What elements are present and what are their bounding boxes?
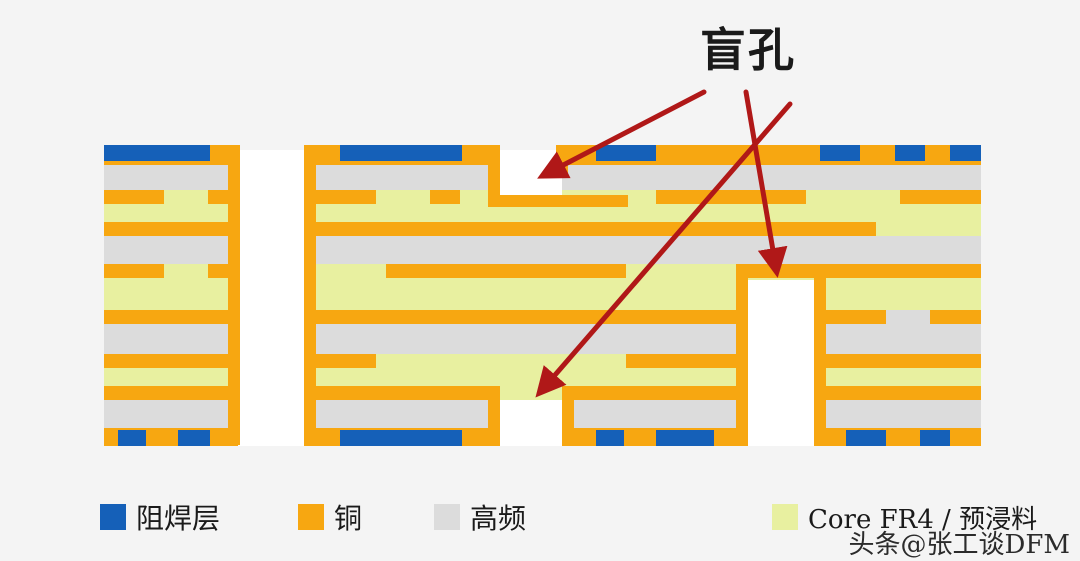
copper-trace (208, 190, 238, 204)
copper-trace (930, 310, 981, 324)
copper-plating (736, 264, 748, 446)
copper-plating (814, 264, 826, 446)
copper-plating (304, 145, 316, 445)
solder-mask-segment (596, 145, 656, 161)
arrow-to-right-blind-via (743, 89, 788, 278)
legend-label: 铜 (334, 502, 363, 535)
copper-trace (208, 264, 238, 278)
solder-mask-segment (340, 430, 462, 446)
holes (238, 150, 814, 446)
solder-mask-segment (950, 145, 981, 161)
copper-trace (104, 354, 238, 368)
blind-via-callout: 盲孔 (700, 23, 796, 77)
legend-label: Core FR4 / 预浸料 (808, 504, 1038, 535)
solder-mask-segment (820, 145, 860, 161)
copper-trace (104, 222, 238, 236)
copper-trace (626, 354, 748, 368)
legend-item-high-frequency: 高频 (434, 500, 527, 535)
solder-mask-segment (656, 430, 714, 446)
copper-trace (826, 386, 981, 400)
copper-trace (104, 386, 238, 400)
solder-mask-segment (895, 145, 925, 161)
copper-trace (316, 386, 500, 400)
copper-trace (736, 264, 826, 278)
copper-trace (386, 264, 626, 278)
copper-trace (562, 386, 748, 400)
solder-mask-segment (340, 145, 462, 161)
solder-mask-segment (118, 430, 146, 446)
copper-trace (656, 190, 806, 204)
copper-plating (488, 145, 500, 207)
arrow-to-top-blind-via (537, 89, 707, 179)
copper-trace (316, 222, 876, 236)
legend-item-core: Core FR4 / 预浸料 (772, 500, 1038, 535)
blind-via-bottom (500, 400, 562, 446)
copper-trace (826, 310, 886, 324)
legend-swatch-solder-mask (100, 504, 126, 530)
source-watermark: 头条@张工谈DFM (848, 530, 1070, 560)
copper-trace (316, 354, 376, 368)
blind-via-right (748, 280, 814, 446)
solder-mask (104, 145, 981, 446)
legend-swatch-high-frequency (434, 504, 460, 530)
copper-trace (316, 190, 376, 204)
solder-mask-segment (178, 430, 210, 446)
solder-mask-segment (920, 430, 950, 446)
copper-trace (104, 310, 238, 324)
copper-trace (900, 190, 981, 204)
arrow-to-bottom-blind-via (535, 101, 793, 398)
copper-trace (814, 264, 981, 278)
legend-swatch-core (772, 504, 798, 530)
copper-pad (556, 145, 981, 165)
legend-item-copper: 铜 (298, 500, 363, 535)
legend-swatch-copper (298, 504, 324, 530)
copper-trace (104, 190, 164, 204)
legend-label: 高频 (470, 502, 527, 535)
copper-trace (316, 310, 748, 324)
legend-item-solder-mask: 阻焊层 (100, 500, 221, 535)
solder-mask-segment (846, 430, 886, 446)
copper-trace (826, 354, 981, 368)
solder-mask-segment (596, 430, 624, 446)
copper-plating (228, 145, 240, 445)
copper-trace (104, 264, 164, 278)
callout-arrows (535, 89, 793, 398)
through-hole (238, 150, 310, 446)
copper-pad (562, 428, 748, 446)
copper-plating (488, 195, 628, 207)
solder-mask-segment (104, 145, 210, 161)
copper-trace (430, 190, 460, 204)
legend-label: 阻焊层 (136, 502, 221, 535)
